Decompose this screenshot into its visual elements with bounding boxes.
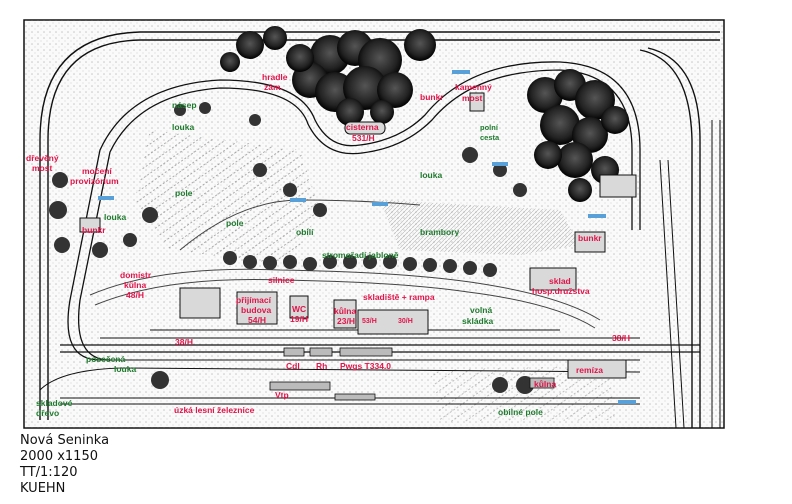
label-stromoradi: stromořadí jabloně	[322, 250, 399, 260]
label-kulna-mid-1: kůlna	[334, 306, 356, 316]
label-cisterna: cisterna	[346, 122, 379, 132]
station-building	[236, 291, 278, 325]
blue-markers	[98, 70, 636, 404]
label-posecena-2: louka	[114, 364, 136, 374]
label-30h: 30/H	[398, 318, 413, 325]
label-rh: Rh	[316, 361, 327, 371]
label-skladove-1: skladové	[36, 398, 73, 408]
bunker-top	[469, 92, 485, 112]
label-wc-2: 19/H	[290, 314, 308, 324]
label-kulna-mid-2: 23/H	[337, 316, 355, 326]
bunker-right	[574, 231, 606, 253]
label-dreveny: dřevěný	[26, 153, 59, 163]
caption-size: 2000 x1150	[20, 449, 98, 464]
main-line-track	[39, 31, 721, 429]
label-kulna-left-1: domistr	[120, 270, 152, 280]
warehouse-building	[357, 309, 429, 335]
forest	[220, 26, 629, 202]
engine-shed	[567, 359, 627, 379]
buildings	[79, 92, 637, 379]
signal-shed	[179, 287, 221, 319]
inner-loop-track	[67, 61, 641, 361]
caption-scale: TT/1:120	[20, 465, 78, 480]
label-sklad-2: hosp.družstva	[532, 286, 590, 296]
label-moceni: močení	[82, 166, 112, 176]
label-nasep: násep	[172, 100, 197, 110]
labels-red: hradle zám. bunkr kamenný most cisterna …	[26, 72, 630, 415]
bunker-left	[79, 217, 101, 233]
label-bunkr-top: bunkr	[420, 92, 444, 102]
label-cdl: Cdl	[286, 361, 300, 371]
label-obili: obilí	[296, 227, 314, 237]
label-cisterna-num: 531/H	[352, 133, 375, 143]
label-posecena-1: posečená	[86, 354, 125, 364]
label-pole-center: pole	[226, 218, 244, 228]
label-louka-mid: louka	[420, 170, 442, 180]
label-uzka: úzká lesní železnice	[174, 405, 255, 415]
label-skladiste: skladiště + rampa	[363, 292, 435, 302]
fields	[135, 130, 615, 422]
label-bunkr-right: bunkr	[578, 233, 602, 243]
cistern	[344, 121, 386, 135]
label-skladove-2: dřevo	[36, 408, 59, 418]
label-kulna-left-2: kůlna	[124, 280, 146, 290]
label-silnice: silnice	[268, 275, 295, 285]
shed-building	[333, 299, 357, 329]
rolling-stock	[269, 347, 555, 401]
tree-rows	[49, 102, 534, 394]
caption-author: KUEHN	[20, 481, 66, 496]
label-kamenny: kamenný	[455, 82, 492, 92]
label-polni: polní	[480, 123, 499, 132]
wc-building	[289, 295, 309, 319]
label-pwgs: Pwgs T334.0	[340, 361, 391, 371]
labels-green: násep louka polní cesta pole louka louka…	[36, 100, 543, 418]
label-obilne: obilné pole	[498, 407, 543, 417]
label-pole-mid: pole	[175, 188, 193, 198]
label-bunkr-left: bunkr	[82, 225, 106, 235]
label-kulna-bottom: kůlna	[534, 379, 556, 389]
label-kulna-left-3: 48/H	[126, 290, 144, 300]
label-louka-left: louka	[104, 212, 126, 222]
label-provizorium: provizórium	[70, 176, 119, 186]
caption-name: Nová Seninka	[20, 433, 110, 448]
label-cesta: cesta	[480, 133, 500, 142]
label-volna-2: skládka	[462, 316, 493, 326]
label-most-2: most	[32, 163, 52, 173]
label-vtp: Vtp	[275, 390, 289, 400]
label-38h-right: 38/H	[612, 333, 630, 343]
label-prijimaci-3: 54/H	[248, 315, 266, 325]
label-38h-left: 38/H	[175, 337, 193, 347]
label-prijimaci-2: budova	[241, 305, 271, 315]
label-louka-top: louka	[172, 122, 194, 132]
label-remiza: remíza	[576, 365, 603, 375]
label-wc-1: WC	[292, 304, 306, 314]
label-sklad-1: sklad	[549, 276, 571, 286]
label-53h: 53/H	[362, 318, 377, 325]
label-most: most	[462, 93, 482, 103]
label-hradle: hradle	[262, 72, 288, 82]
label-prijimaci-1: přijímací	[236, 295, 272, 305]
label-brambory: brambory	[420, 227, 459, 237]
label-volna-1: volná	[470, 305, 492, 315]
small-building	[599, 174, 637, 198]
cooperative-store	[529, 267, 577, 291]
label-hradle-2: zám.	[264, 82, 283, 92]
